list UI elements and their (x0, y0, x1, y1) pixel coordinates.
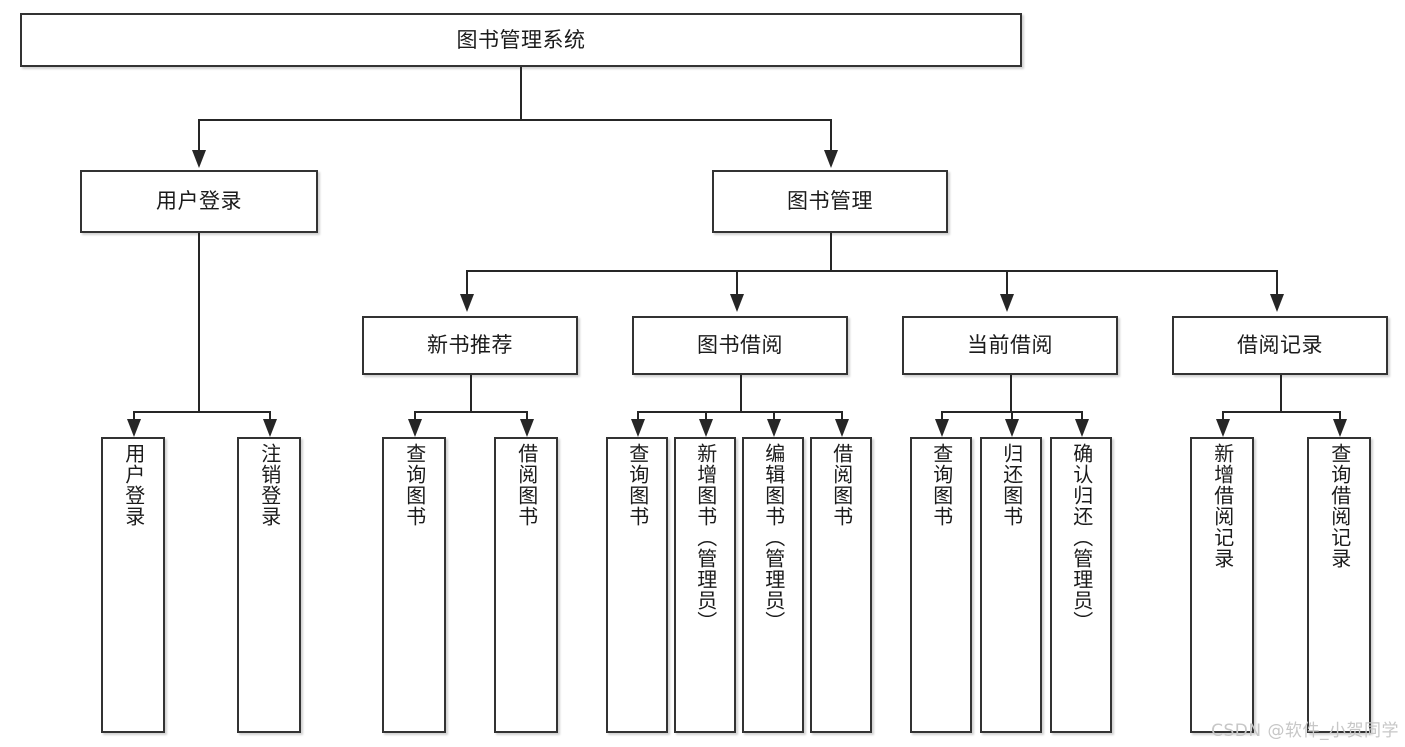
connector-level2-bus (466, 270, 1278, 272)
leaf-label: 新增图书（管理员） (693, 443, 718, 632)
leaf-label: 查询图书 (402, 443, 427, 527)
arrowhead-current-borrow (1000, 294, 1014, 312)
node-label: 用户登录 (156, 189, 242, 214)
connector-drop-borrow-record (1276, 270, 1278, 296)
leaf-label: 新增借阅记录 (1210, 443, 1235, 569)
arrowhead-leaf-new-book-0 (408, 419, 422, 437)
node-label: 图书借阅 (697, 333, 783, 358)
node-label: 图书管理 (787, 189, 873, 214)
leaf-user-login-user-login[interactable]: 用户登录 (101, 437, 165, 733)
node-label: 图书管理系统 (456, 27, 586, 52)
leaf-label: 注销登录 (257, 443, 282, 527)
leaf-label: 借阅图书 (829, 443, 854, 527)
arrowhead-leaf-book-borrow-1 (699, 419, 713, 437)
connector-drop-leaf-book-borrow-0 (637, 411, 639, 422)
arrowhead-leaf-user-login-0 (127, 419, 141, 437)
arrowhead-leaf-book-borrow-0 (631, 419, 645, 437)
connector-drop-leaf-book-borrow-2 (773, 411, 775, 422)
connector-book-manage-stem (830, 233, 832, 270)
leaf-borrow-record-query-record[interactable]: 查询借阅记录 (1307, 437, 1371, 733)
connector-drop-leaf-new-book-1 (526, 411, 528, 422)
leaf-label: 查询图书 (929, 443, 954, 527)
leaf-book-borrow-query-book[interactable]: 查询图书 (606, 437, 668, 733)
arrowhead-leaf-borrow-record-0 (1216, 419, 1230, 437)
arrowhead-book-borrow (730, 294, 744, 312)
arrowhead-leaf-current-borrow-0 (935, 419, 949, 437)
connector-new-book-stem (470, 375, 472, 411)
leaf-label: 归还图书 (999, 443, 1024, 527)
leaf-current-borrow-query-book[interactable]: 查询图书 (910, 437, 972, 733)
connector-drop-leaf-borrow-record-1 (1339, 411, 1341, 422)
connector-drop-current-borrow (1006, 270, 1008, 296)
leaf-current-borrow-return-book[interactable]: 归还图书 (980, 437, 1042, 733)
arrowhead-leaf-current-borrow-2 (1075, 419, 1089, 437)
arrowhead-leaf-user-login-1 (263, 419, 277, 437)
leaf-label: 用户登录 (121, 443, 146, 527)
node-label: 借阅记录 (1237, 333, 1323, 358)
connector-user-login-stem (198, 233, 200, 411)
node-current-borrow[interactable]: 当前借阅 (902, 316, 1118, 375)
connector-drop-book-manage (830, 119, 832, 151)
connector-drop-leaf-current-borrow-0 (941, 411, 943, 422)
leaf-label: 确认归还（管理员） (1069, 443, 1094, 632)
arrowhead-book-manage (824, 150, 838, 168)
node-label: 新书推荐 (427, 333, 513, 358)
connector-drop-leaf-book-borrow-3 (841, 411, 843, 422)
connector-borrow-record-stem (1280, 375, 1282, 411)
leaf-label: 编辑图书（管理员） (761, 443, 786, 632)
node-book-management[interactable]: 图书管理 (712, 170, 948, 233)
connector-book-borrow-bus (637, 411, 843, 413)
leaf-book-borrow-borrow-book[interactable]: 借阅图书 (810, 437, 872, 733)
connector-root-stem (520, 67, 522, 119)
leaf-new-book-query-book[interactable]: 查询图书 (382, 437, 446, 733)
leaf-current-borrow-confirm-return[interactable]: 确认归还（管理员） (1050, 437, 1112, 733)
leaf-user-login-logout[interactable]: 注销登录 (237, 437, 301, 733)
connector-drop-leaf-user-login-0 (133, 411, 135, 422)
csdn-watermark: CSDN @软件_小贺同学 (1211, 721, 1399, 741)
connector-drop-leaf-borrow-record-0 (1222, 411, 1224, 422)
arrowhead-leaf-borrow-record-1 (1333, 419, 1347, 437)
node-new-book-recommend[interactable]: 新书推荐 (362, 316, 578, 375)
connector-drop-user-login (198, 119, 200, 151)
connector-level1-bus (198, 119, 832, 121)
connector-drop-new-book (466, 270, 468, 296)
leaf-borrow-record-add-record[interactable]: 新增借阅记录 (1190, 437, 1254, 733)
connector-drop-leaf-user-login-1 (269, 411, 271, 422)
node-borrow-record[interactable]: 借阅记录 (1172, 316, 1388, 375)
leaf-label: 借阅图书 (514, 443, 539, 527)
arrowhead-leaf-book-borrow-3 (835, 419, 849, 437)
leaf-book-borrow-edit-book[interactable]: 编辑图书（管理员） (742, 437, 804, 733)
node-label: 当前借阅 (967, 333, 1053, 358)
arrowhead-new-book (460, 294, 474, 312)
connector-borrow-record-bus (1222, 411, 1340, 413)
arrowhead-borrow-record (1270, 294, 1284, 312)
leaf-label: 查询图书 (625, 443, 650, 527)
connector-drop-leaf-current-borrow-1 (1011, 411, 1013, 422)
leaf-book-borrow-add-book[interactable]: 新增图书（管理员） (674, 437, 736, 733)
connector-drop-leaf-current-borrow-2 (1081, 411, 1083, 422)
arrowhead-leaf-new-book-1 (520, 419, 534, 437)
arrowhead-leaf-current-borrow-1 (1005, 419, 1019, 437)
arrowhead-user-login (192, 150, 206, 168)
node-book-borrow[interactable]: 图书借阅 (632, 316, 848, 375)
node-user-login[interactable]: 用户登录 (80, 170, 318, 233)
node-root-system[interactable]: 图书管理系统 (20, 13, 1022, 67)
connector-current-borrow-stem (1010, 375, 1012, 411)
connector-new-book-bus (414, 411, 527, 413)
connector-drop-leaf-new-book-0 (414, 411, 416, 422)
arrowhead-leaf-book-borrow-2 (767, 419, 781, 437)
connector-drop-book-borrow (736, 270, 738, 296)
connector-drop-leaf-book-borrow-1 (705, 411, 707, 422)
leaf-new-book-borrow-book[interactable]: 借阅图书 (494, 437, 558, 733)
leaf-label: 查询借阅记录 (1327, 443, 1352, 569)
connector-user-login-bus (133, 411, 270, 413)
connector-book-borrow-stem (740, 375, 742, 411)
